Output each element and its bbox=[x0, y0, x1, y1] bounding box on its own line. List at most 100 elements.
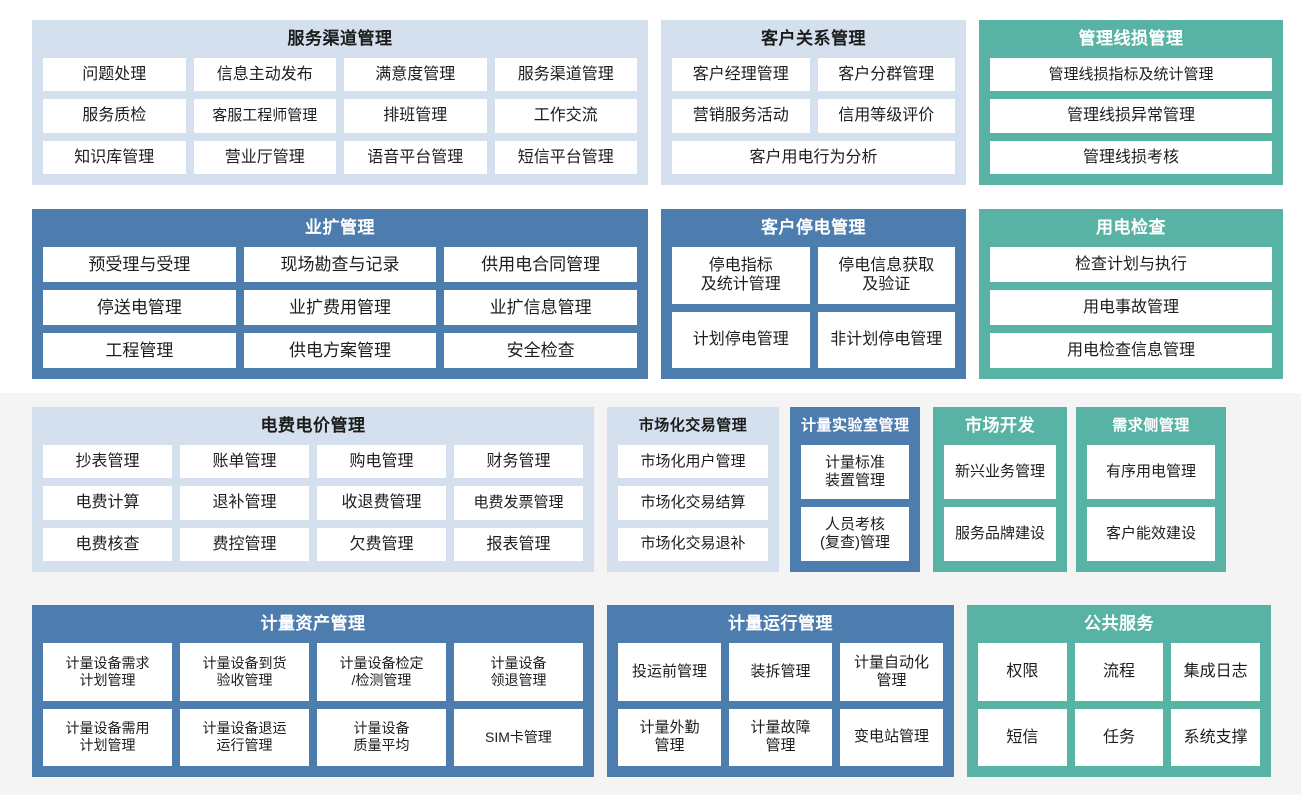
module-cell[interactable]: 知识库管理 bbox=[43, 140, 186, 174]
module-cell[interactable]: 客服工程师管理 bbox=[193, 99, 336, 133]
panel-demand-side-management[interactable]: 需求侧管理 有序用电管理 客户能效建设 bbox=[1076, 407, 1226, 572]
module-cell[interactable]: 抄表管理 bbox=[43, 445, 172, 479]
panel-metering-asset-management[interactable]: 计量资产管理 计量设备需求 计划管理 计量设备到货 验收管理 计量设备检定 /检… bbox=[32, 605, 594, 777]
module-cell[interactable]: 计量设备到货 验收管理 bbox=[180, 643, 309, 701]
module-cell[interactable]: 停电信息获取 及验证 bbox=[817, 247, 955, 304]
module-cell[interactable]: 非计划停电管理 bbox=[817, 311, 955, 368]
module-cell[interactable]: 安全检查 bbox=[444, 333, 638, 368]
module-cell[interactable]: 停送电管理 bbox=[43, 290, 236, 325]
panel-electricity-inspection[interactable]: 用电检查 检查计划与执行 用电事故管理 用电检查信息管理 bbox=[979, 209, 1283, 379]
module-cell[interactable]: 退补管理 bbox=[180, 486, 309, 520]
module-cell[interactable]: 信息主动发布 bbox=[193, 58, 336, 92]
module-cell[interactable]: 计量设备需求 计划管理 bbox=[43, 643, 172, 701]
module-cell[interactable]: 语音平台管理 bbox=[344, 140, 487, 174]
module-cell[interactable]: 计量自动化 管理 bbox=[840, 643, 943, 701]
module-cell[interactable]: 电费发票管理 bbox=[454, 486, 583, 520]
module-cell[interactable]: 财务管理 bbox=[454, 445, 583, 479]
module-cell[interactable]: 信用等级评价 bbox=[817, 99, 955, 133]
module-cell[interactable]: 客户能效建设 bbox=[1087, 507, 1215, 561]
grid-row: 客户能效建设 bbox=[1087, 507, 1215, 561]
panel-management-line-loss[interactable]: 管理线损管理 管理线损指标及统计管理 管理线损异常管理 管理线损考核 bbox=[979, 20, 1283, 185]
module-cell[interactable]: 供用电合同管理 bbox=[444, 247, 638, 282]
grid-row: 抄表管理 账单管理 购电管理 财务管理 bbox=[43, 445, 583, 479]
module-cell[interactable]: 用电事故管理 bbox=[990, 290, 1272, 325]
panel-title: 需求侧管理 bbox=[1112, 417, 1190, 434]
module-cell[interactable]: 计量外勤 管理 bbox=[618, 708, 721, 766]
grid-row: 市场化用户管理 bbox=[618, 445, 768, 479]
module-cell[interactable]: 管理线损指标及统计管理 bbox=[990, 58, 1272, 92]
module-cell[interactable]: 短信 bbox=[978, 708, 1067, 766]
module-cell[interactable]: 费控管理 bbox=[180, 527, 309, 561]
panel-grid: 计量设备需求 计划管理 计量设备到货 验收管理 计量设备检定 /检测管理 计量设… bbox=[43, 643, 583, 766]
module-cell[interactable]: 检查计划与执行 bbox=[990, 247, 1272, 282]
panel-metering-operation-management[interactable]: 计量运行管理 投运前管理 装拆管理 计量自动化 管理 计量外勤 管理 计量故障 … bbox=[607, 605, 954, 777]
module-cell[interactable]: 任务 bbox=[1074, 708, 1164, 766]
panel-grid: 有序用电管理 客户能效建设 bbox=[1087, 445, 1215, 561]
module-cell[interactable]: 计量设备检定 /检测管理 bbox=[317, 643, 446, 701]
module-cell[interactable]: 计量设备 质量平均 bbox=[317, 708, 446, 766]
panel-metering-laboratory-management[interactable]: 计量实验室管理 计量标准 装置管理 人员考核 (复查)管理 bbox=[790, 407, 920, 572]
module-cell[interactable]: 变电站管理 bbox=[840, 708, 943, 766]
module-cell[interactable]: 投运前管理 bbox=[618, 643, 721, 701]
module-cell[interactable]: 满意度管理 bbox=[344, 58, 487, 92]
panel-customer-outage-management[interactable]: 客户停电管理 停电指标 及统计管理 停电信息获取 及验证 计划停电管理 非计划停… bbox=[661, 209, 966, 379]
module-cell[interactable]: 短信平台管理 bbox=[494, 140, 637, 174]
module-cell[interactable]: 有序用电管理 bbox=[1087, 445, 1215, 499]
module-cell[interactable]: 客户经理管理 bbox=[672, 58, 810, 92]
module-cell[interactable]: 管理线损考核 bbox=[990, 140, 1272, 174]
module-cell[interactable]: 业扩费用管理 bbox=[243, 290, 437, 325]
module-cell[interactable]: 电费核查 bbox=[43, 527, 172, 561]
panel-title: 计量运行管理 bbox=[728, 614, 833, 633]
module-cell[interactable]: 计量设备 领退管理 bbox=[454, 643, 583, 701]
module-cell[interactable]: 电费计算 bbox=[43, 486, 172, 520]
module-cell[interactable]: 停电指标 及统计管理 bbox=[672, 247, 810, 304]
panel-grid: 计量标准 装置管理 人员考核 (复查)管理 bbox=[801, 445, 909, 561]
module-cell[interactable]: 计划停电管理 bbox=[672, 311, 810, 368]
panel-electricity-fee-price-management[interactable]: 电费电价管理 抄表管理 账单管理 购电管理 财务管理 电费计算 退补管理 收退费… bbox=[32, 407, 594, 572]
panel-customer-relationship-management[interactable]: 客户关系管理 客户经理管理 客户分群管理 营销服务活动 信用等级评价 客户用电行… bbox=[661, 20, 966, 185]
module-cell[interactable]: 装拆管理 bbox=[729, 643, 832, 701]
module-cell[interactable]: 计量设备需用 计划管理 bbox=[43, 708, 172, 766]
module-cell[interactable]: SIM卡管理 bbox=[454, 708, 583, 766]
module-cell[interactable]: 服务渠道管理 bbox=[494, 58, 637, 92]
module-cell[interactable]: 系统支撑 bbox=[1171, 708, 1261, 766]
module-cell[interactable]: 工作交流 bbox=[494, 99, 637, 133]
module-cell[interactable]: 市场化交易结算 bbox=[618, 486, 768, 520]
module-cell[interactable]: 客户分群管理 bbox=[817, 58, 955, 92]
module-cell[interactable]: 集成日志 bbox=[1171, 643, 1261, 701]
module-cell[interactable]: 人员考核 (复查)管理 bbox=[801, 507, 909, 561]
module-cell[interactable]: 计量标准 装置管理 bbox=[801, 445, 909, 499]
panel-public-service[interactable]: 公共服务 权限 流程 集成日志 短信 任务 系统支撑 bbox=[967, 605, 1271, 777]
panel-service-channel-management[interactable]: 服务渠道管理 问题处理 信息主动发布 满意度管理 服务渠道管理 服务质检 客服工… bbox=[32, 20, 648, 185]
panel-market-transaction-management[interactable]: 市场化交易管理 市场化用户管理 市场化交易结算 市场化交易退补 bbox=[607, 407, 779, 572]
module-cell[interactable]: 工程管理 bbox=[43, 333, 236, 368]
module-cell[interactable]: 欠费管理 bbox=[317, 527, 446, 561]
panel-market-development[interactable]: 市场开发 新兴业务管理 服务品牌建设 bbox=[933, 407, 1067, 572]
module-cell[interactable]: 供电方案管理 bbox=[243, 333, 437, 368]
module-cell[interactable]: 业扩信息管理 bbox=[444, 290, 638, 325]
module-cell[interactable]: 新兴业务管理 bbox=[944, 445, 1056, 499]
panel-grid: 抄表管理 账单管理 购电管理 财务管理 电费计算 退补管理 收退费管理 电费发票… bbox=[43, 445, 583, 561]
module-cell[interactable]: 计量故障 管理 bbox=[729, 708, 832, 766]
module-cell[interactable]: 账单管理 bbox=[180, 445, 309, 479]
module-cell[interactable]: 用电检查信息管理 bbox=[990, 333, 1272, 368]
module-cell[interactable]: 排班管理 bbox=[344, 99, 487, 133]
module-cell[interactable]: 计量设备退运 运行管理 bbox=[180, 708, 309, 766]
module-cell[interactable]: 服务品牌建设 bbox=[944, 507, 1056, 561]
module-cell[interactable]: 购电管理 bbox=[317, 445, 446, 479]
module-cell[interactable]: 报表管理 bbox=[454, 527, 583, 561]
module-cell[interactable]: 问题处理 bbox=[43, 58, 186, 92]
module-cell[interactable]: 客户用电行为分析 bbox=[672, 140, 955, 174]
module-cell[interactable]: 流程 bbox=[1074, 643, 1164, 701]
module-cell[interactable]: 收退费管理 bbox=[317, 486, 446, 520]
module-cell[interactable]: 管理线损异常管理 bbox=[990, 99, 1272, 133]
module-cell[interactable]: 营销服务活动 bbox=[672, 99, 810, 133]
module-cell[interactable]: 预受理与受理 bbox=[43, 247, 236, 282]
module-cell[interactable]: 现场勘查与记录 bbox=[243, 247, 437, 282]
module-cell[interactable]: 市场化用户管理 bbox=[618, 445, 768, 479]
module-cell[interactable]: 营业厅管理 bbox=[193, 140, 336, 174]
panel-business-expansion-management[interactable]: 业扩管理 预受理与受理 现场勘查与记录 供用电合同管理 停送电管理 业扩费用管理… bbox=[32, 209, 648, 379]
module-cell[interactable]: 市场化交易退补 bbox=[618, 527, 768, 561]
module-cell[interactable]: 服务质检 bbox=[43, 99, 186, 133]
module-cell[interactable]: 权限 bbox=[978, 643, 1067, 701]
